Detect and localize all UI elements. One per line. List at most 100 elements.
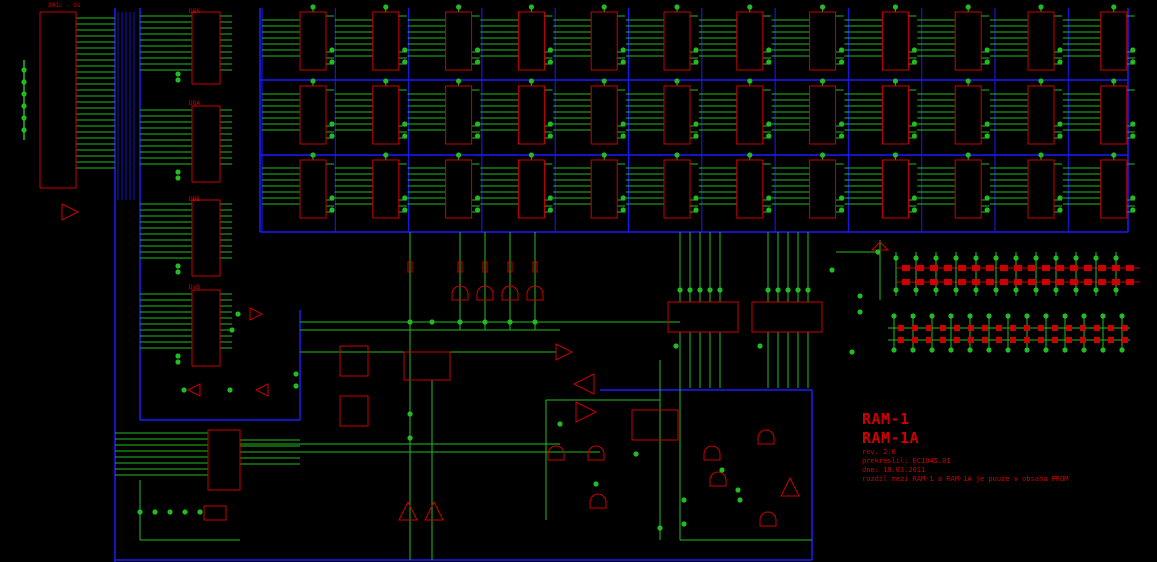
junction-dot [383, 152, 389, 158]
junction-dot [893, 287, 899, 293]
junction-dot [1073, 287, 1079, 293]
ram-chip [590, 11, 618, 71]
junction-dot [175, 359, 181, 365]
buffer-chip [191, 11, 221, 85]
junction-dot [402, 59, 408, 65]
junction-dot [766, 121, 772, 127]
ram-chip [445, 11, 473, 71]
terminator-resistor [916, 265, 924, 271]
junction-dot [1100, 347, 1106, 353]
junction-dot [21, 127, 27, 133]
junction-dot [839, 47, 845, 53]
junction-dot [674, 152, 680, 158]
junction-dot [528, 152, 535, 158]
junction-dot [457, 319, 463, 325]
junction-dot [993, 287, 999, 293]
junction-dot [820, 78, 826, 84]
junction-dot [197, 509, 203, 515]
junction-dot [1057, 121, 1063, 127]
junction-dot [1024, 313, 1030, 319]
buffer-label-2: DBA [189, 100, 200, 107]
terminator-resistor [1024, 325, 1030, 331]
junction-dot [984, 195, 990, 201]
junction-dot [329, 133, 335, 139]
junction-dot [1057, 195, 1063, 201]
junction-dot [993, 255, 999, 261]
terminator-resistor [898, 337, 904, 343]
junction-dot [620, 207, 626, 213]
junction-dot [693, 133, 699, 139]
junction-dot [839, 207, 845, 213]
control-chip [207, 429, 241, 491]
junction-dot [1073, 255, 1079, 261]
buffer-label-1: DBA [189, 8, 200, 15]
junction-dot [1111, 4, 1117, 10]
junction-dot [1043, 347, 1049, 353]
junction-dot [673, 343, 679, 349]
junction-dot [986, 313, 992, 319]
junction-dot [674, 4, 680, 10]
junction-dot [407, 435, 413, 441]
junction-dot [747, 4, 753, 10]
junction-dot [21, 91, 27, 97]
junction-dot [693, 121, 699, 127]
ram-chip [372, 159, 400, 219]
nand-gate [759, 511, 777, 527]
terminator-resistor [972, 265, 980, 271]
junction-dot [475, 133, 481, 139]
junction-dot [892, 152, 899, 158]
terminator-resistor [1038, 337, 1044, 343]
terminator-resistor [986, 279, 994, 285]
junction-dot [329, 121, 335, 127]
title-line-1: RAM-1 [862, 410, 910, 428]
junction-dot [911, 47, 918, 53]
junction-dot [967, 347, 973, 353]
driver-gate [424, 500, 444, 521]
junction-dot [175, 169, 181, 175]
buffer-chip [191, 199, 221, 277]
junction-dot [911, 133, 918, 139]
junction-dot [329, 195, 335, 201]
junction-dot [785, 287, 791, 293]
ram-chip [372, 11, 400, 71]
junction-dot [1057, 59, 1063, 65]
ram-chip [1100, 11, 1128, 71]
logic-chip [403, 351, 451, 381]
ram-chip [736, 11, 764, 71]
junction-dot [857, 309, 863, 315]
ram-chip [372, 85, 400, 145]
junction-dot [532, 319, 538, 325]
junction-dot [953, 255, 959, 261]
terminator-resistor [912, 337, 918, 343]
terminator-resistor [1066, 337, 1072, 343]
junction-dot [795, 287, 801, 293]
nand-gate [501, 285, 519, 301]
terminator-resistor [1014, 265, 1022, 271]
junction-dot [1081, 347, 1087, 353]
terminator-resistor [1070, 279, 1078, 285]
junction-dot [329, 59, 335, 65]
terminator-resistor [1028, 279, 1036, 285]
terminator-resistor [1070, 265, 1078, 271]
terminator-resistor [1056, 265, 1064, 271]
terminator-resistor [1126, 279, 1134, 285]
ram-chip [1027, 159, 1055, 219]
junction-dot [310, 152, 316, 158]
junction-dot [182, 509, 188, 515]
junction-dot [717, 287, 723, 293]
junction-dot [547, 59, 554, 65]
junction-dot [973, 287, 979, 293]
junction-dot [1013, 287, 1019, 293]
junction-dot [857, 293, 863, 299]
terminator-resistor [954, 325, 960, 331]
junction-dot [601, 78, 607, 84]
junction-dot [482, 319, 488, 325]
terminator-resistor [902, 265, 910, 271]
junction-dot [227, 387, 233, 393]
junction-dot [911, 207, 918, 213]
terminator-resistor [1098, 265, 1106, 271]
junction-dot [235, 311, 241, 317]
power-symbol [870, 241, 890, 251]
junction-dot [1038, 152, 1044, 158]
terminator-resistor [1066, 325, 1072, 331]
